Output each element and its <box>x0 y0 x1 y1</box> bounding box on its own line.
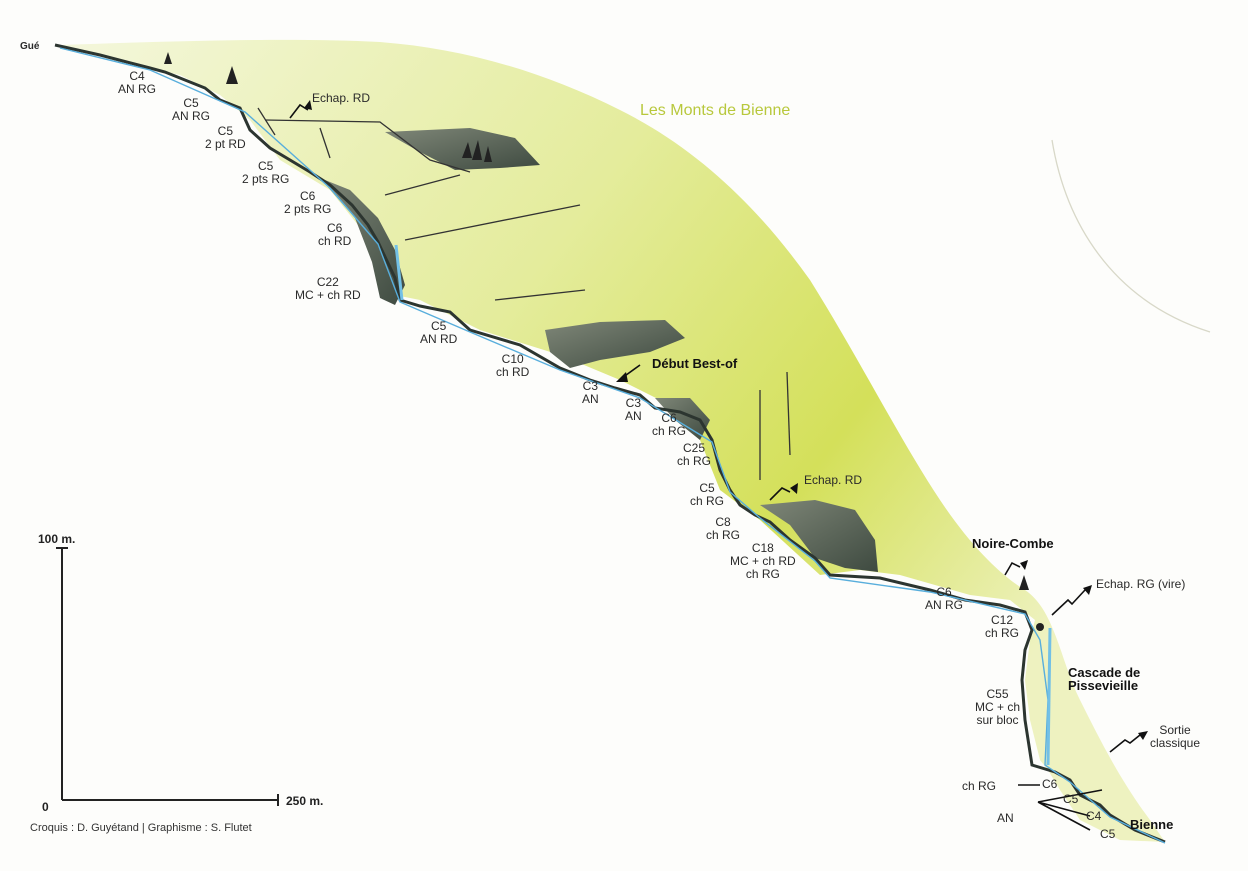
escape-label-1: Echap. RD <box>312 91 371 105</box>
bottom-c4: C4 <box>1086 809 1102 823</box>
scale-origin: 0 <box>42 800 49 814</box>
start-label: Gué <box>20 41 40 52</box>
bottom-ch-rg: ch RG <box>962 779 997 793</box>
arrow-heads <box>304 100 1148 740</box>
waterfall-c22 <box>394 244 404 301</box>
bottom-c6: C6 <box>1042 777 1058 791</box>
escape-label-3: Echap. RG (vire) <box>1096 577 1186 591</box>
map-title: Les Monts de Bienne <box>640 102 791 119</box>
bottom-c5b: C5 <box>1100 827 1116 841</box>
bottom-an: AN <box>997 811 1014 825</box>
rock-2 <box>320 178 405 305</box>
faint-arc <box>1051 139 1211 333</box>
escape-label-2: Echap. RD <box>804 473 863 487</box>
hillside <box>60 39 1165 842</box>
waterfall-c55 <box>1046 627 1052 766</box>
best-of-start: Début Best-of <box>652 356 738 371</box>
rock-3 <box>545 320 685 368</box>
canyon-profile <box>54 43 1166 844</box>
noire-combe: Noire-Combe <box>972 536 1054 551</box>
tree-icons <box>164 52 1029 590</box>
bottom-c5: C5 <box>1063 792 1079 806</box>
credit: Croquis : D. Guyétand | Graphisme : S. F… <box>30 822 252 834</box>
scale-vertical: 100 m. <box>38 532 76 546</box>
rock-4 <box>655 398 710 440</box>
river <box>59 47 1166 844</box>
rock-5 <box>760 500 878 572</box>
block-marker <box>1036 623 1044 631</box>
bienne-label: Bienne <box>1130 817 1174 832</box>
strata-lines <box>257 107 791 480</box>
rock-1 <box>385 128 540 170</box>
scale-bars <box>56 547 279 806</box>
scale-horizontal: 250 m. <box>286 794 324 808</box>
